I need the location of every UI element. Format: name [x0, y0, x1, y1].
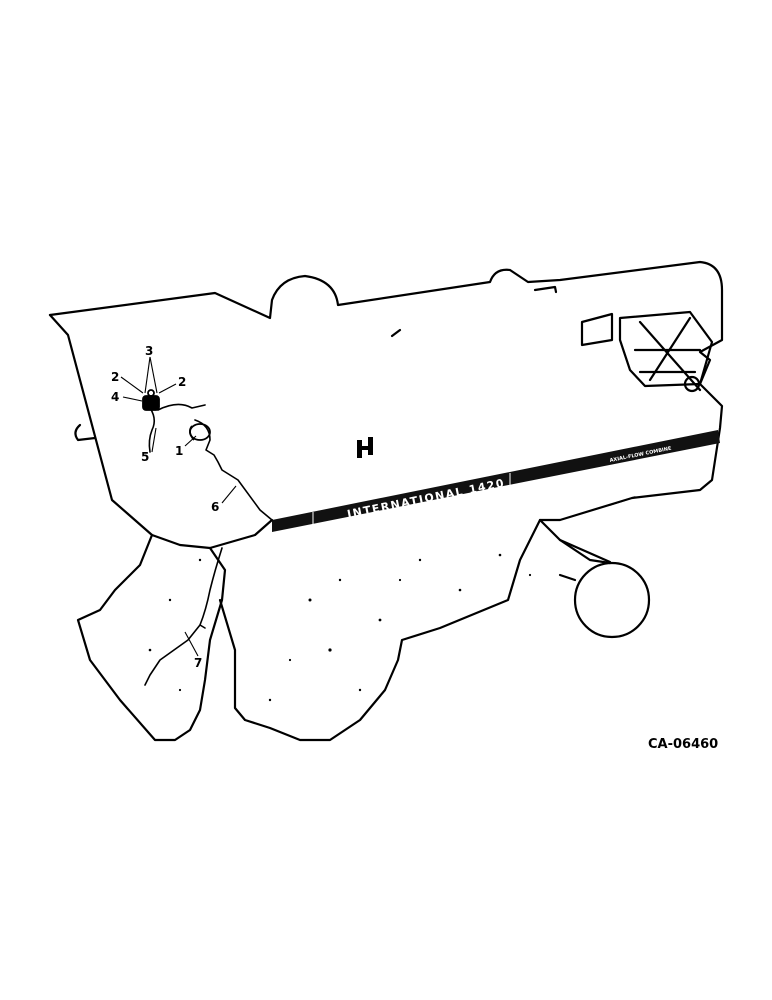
callouts: 1 2 2 3 4 5 6 7 [111, 344, 219, 670]
callout-6: 6 [211, 500, 219, 514]
model-label: INTERNATIONAL 1420 [346, 476, 506, 521]
leader-lines [120, 356, 237, 657]
body-texture [148, 553, 532, 702]
ih-logo [357, 437, 373, 458]
callout-2-left: 2 [111, 370, 119, 384]
callout-2-right: 2 [178, 375, 186, 389]
switch-assembly [142, 389, 160, 411]
callout-5: 5 [141, 450, 149, 464]
figure-id: CA-06460 [648, 737, 718, 752]
combine-outline [48, 260, 724, 742]
callout-7: 7 [194, 656, 202, 670]
lamp-part [189, 423, 211, 441]
callout-4: 4 [111, 390, 119, 404]
callout-1: 1 [175, 444, 183, 458]
wiring-harness [144, 403, 273, 686]
callout-3: 3 [145, 344, 153, 358]
model-stripe: INTERNATIONAL 1420 AXIAL-FLOW COMBINE [272, 430, 720, 532]
